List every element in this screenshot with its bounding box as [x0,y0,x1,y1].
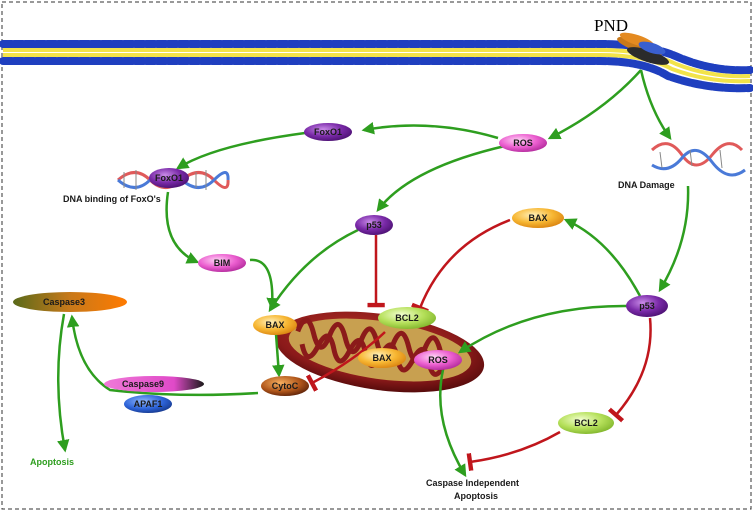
node-bax-mito-center[interactable]: BAX [358,348,406,368]
svg-text:CytoC: CytoC [272,381,299,391]
edge-ros-p53left [376,144,506,212]
node-bax-top-right[interactable]: BAX [512,208,564,228]
edge-pnd-dna-damage [639,69,672,141]
edge-p53right-bcl2right [607,317,652,423]
edge-cytoc-caspase3 [66,314,259,397]
edge-bax-top-bcl2 [411,218,511,314]
node-ros-mito[interactable]: ROS [414,350,462,370]
svg-text:BCL2: BCL2 [395,313,419,323]
svg-text:Caspase9: Caspase9 [122,379,164,389]
edge-p53right-bax-top [563,218,642,297]
svg-text:APAF1: APAF1 [134,399,163,409]
edge-p53right-ros-mito [457,304,629,354]
node-apaf1[interactable]: APAF1 [124,395,172,413]
caspase-independent-label-line1: Caspase Independent [426,478,519,488]
edge-bcl2-cytoc [305,331,386,392]
edge-dna-damage-p53right [658,185,690,293]
edge-ros-mito-apoptosis [439,369,467,478]
node-caspase9[interactable]: Caspase9 [104,376,204,392]
caspase-independent-label-line2: Apoptosis [454,491,498,501]
cell-membrane [0,40,753,93]
pnd-molecule [617,32,670,65]
edge-p53left-bax [268,228,359,313]
node-bax-mito-left[interactable]: BAX [253,315,297,335]
svg-text:p53: p53 [366,220,382,230]
pnd-label: PND [594,16,628,35]
node-foxo1-dna[interactable]: FoxO1 [149,168,189,188]
dna-helix-damage [650,142,746,177]
node-foxo1-top[interactable]: FoxO1 [304,123,352,141]
svg-text:Caspase3: Caspase3 [43,297,85,307]
edge-foxo1-foxo1dna [175,131,306,170]
node-bcl2-right[interactable]: BCL2 [558,412,614,434]
node-bcl2-center[interactable]: BCL2 [378,307,436,329]
node-ros-top[interactable]: ROS [499,134,547,152]
edge-pnd-ros [547,69,642,140]
svg-text:p53: p53 [639,301,655,311]
edge-foxo1dna-bim [165,191,200,264]
svg-text:BIM: BIM [214,258,231,268]
edge-caspase3-apoptosis [57,313,70,453]
edge-bim-bax [249,258,279,311]
node-caspase3[interactable]: Caspase3 [13,292,127,312]
edge-bax-cytoc [272,333,285,378]
edge-bcl2right-apoptosis [466,430,561,471]
edge-ros-foxo1 [361,122,499,140]
dna-damage-label: DNA Damage [618,180,675,190]
svg-text:FoxO1: FoxO1 [155,173,183,183]
svg-text:FoxO1: FoxO1 [314,127,342,137]
node-p53-right[interactable]: p53 [626,295,668,317]
node-cytoc[interactable]: CytoC [261,376,309,396]
svg-text:BAX: BAX [372,353,391,363]
node-p53-left[interactable]: p53 [355,215,393,235]
svg-text:ROS: ROS [428,355,448,365]
svg-text:BAX: BAX [265,320,284,330]
svg-text:ROS: ROS [513,138,533,148]
apoptosis-label: Apoptosis [30,457,74,467]
svg-text:BCL2: BCL2 [574,418,598,428]
activation-edges [57,69,690,478]
svg-text:BAX: BAX [528,213,547,223]
node-bim[interactable]: BIM [198,254,246,272]
inhibition-edges [305,218,652,471]
dna-binding-label: DNA binding of FoxO's [63,194,161,204]
